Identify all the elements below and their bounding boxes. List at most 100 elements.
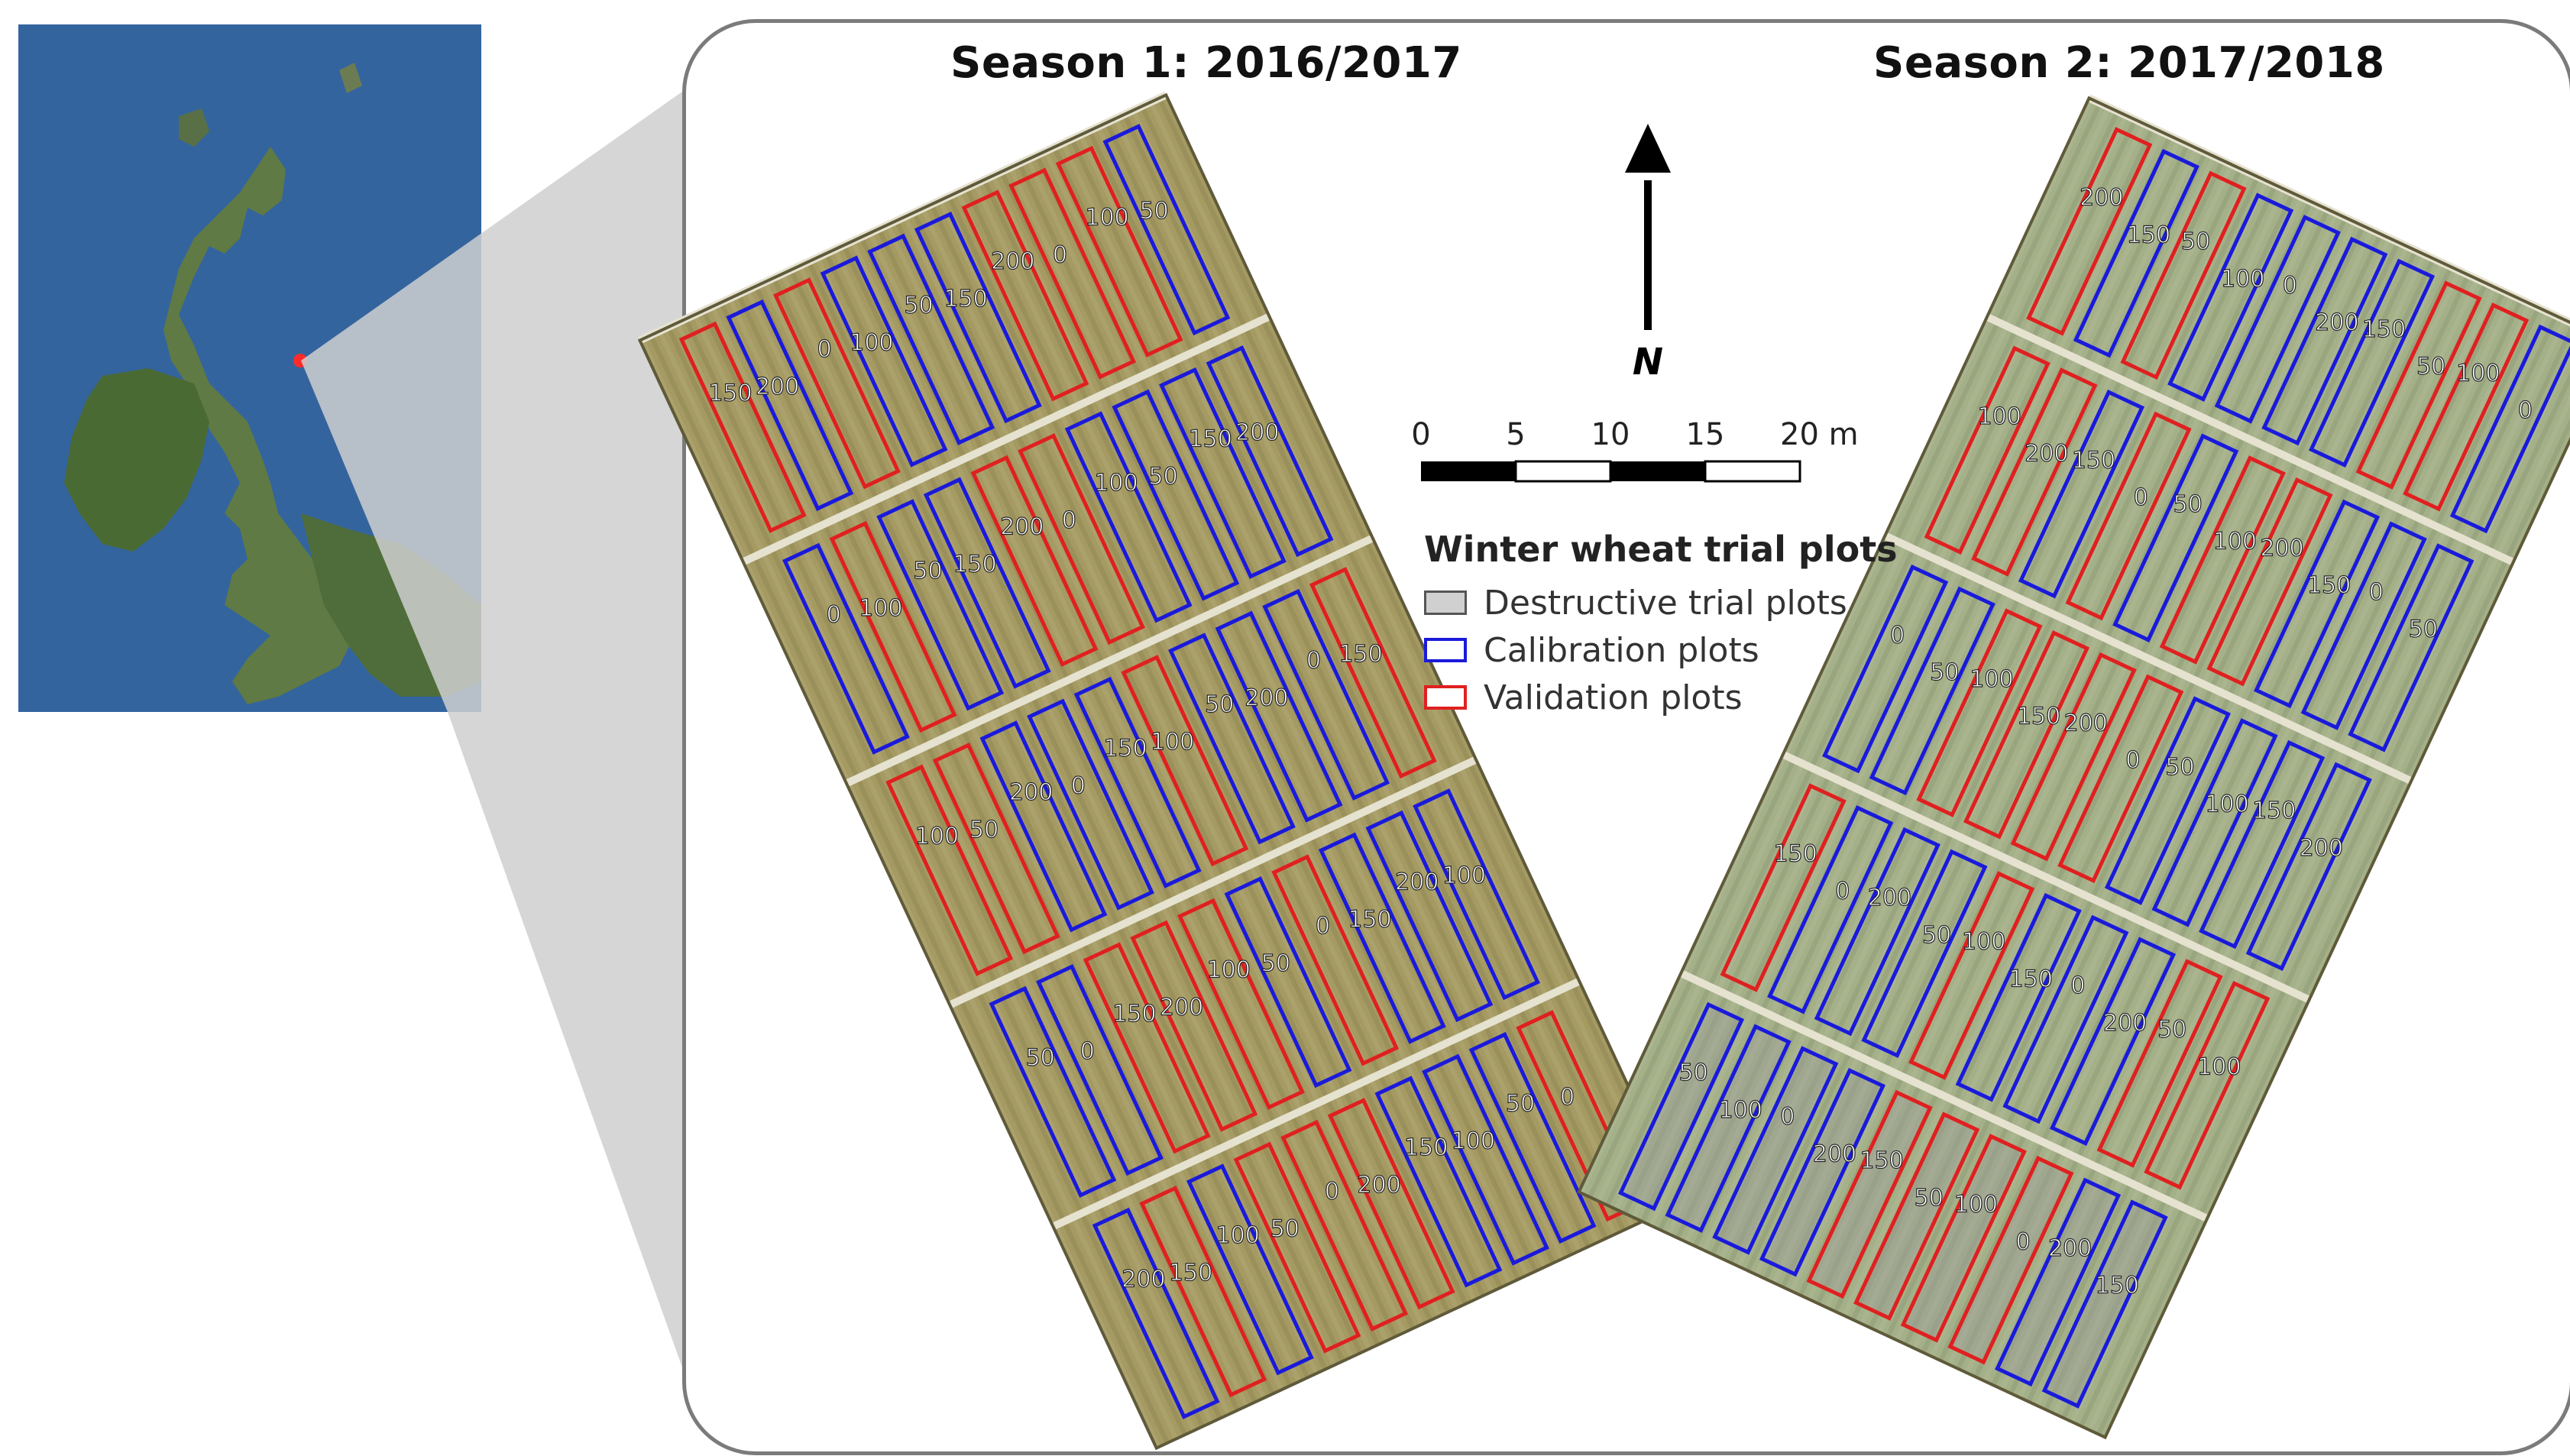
validation-plot <box>885 764 1014 976</box>
zoom-wedge-shape <box>301 92 682 1367</box>
field-texture <box>2061 322 2570 1419</box>
calibration-plot <box>1869 586 1995 796</box>
plot-rate-label: 0 <box>2070 972 2085 999</box>
field-texture <box>1078 134 1600 1244</box>
calibration-plot <box>1822 564 1949 774</box>
calibration-plot <box>1767 805 1894 1014</box>
scale-tick-label: 5 <box>1506 417 1525 452</box>
plot-rate-label: 50 <box>1140 198 1169 225</box>
plot-rate-label: 50 <box>2181 228 2210 255</box>
validation-plot <box>1233 1141 1361 1354</box>
plot-rate-label: 200 <box>1000 514 1044 541</box>
field-texture <box>2008 298 2523 1395</box>
scale-tick-label: 0 <box>1411 417 1430 452</box>
field-texture <box>1157 97 1678 1207</box>
plot-rate-label: 200 <box>1868 885 1911 911</box>
field-texture <box>648 334 1170 1445</box>
field-texture <box>1824 212 2339 1309</box>
calibration-plot <box>2002 914 2129 1124</box>
calibration-plot <box>1224 876 1352 1089</box>
plot-rate-label: 200 <box>1009 779 1053 806</box>
validation-plot <box>773 277 901 490</box>
validation-plot <box>1327 1098 1455 1310</box>
plot-rate-label: 150 <box>1189 426 1232 453</box>
legend-swatch-calibration <box>1424 638 1467 662</box>
field-texture <box>1911 253 2427 1350</box>
legend-item-validation: Validation plots <box>1424 674 1898 721</box>
validation-plot <box>1008 167 1136 380</box>
plot-rate-label: 50 <box>2409 616 2438 643</box>
legend-swatch-validation <box>1424 685 1467 710</box>
field-texture <box>1762 183 2278 1280</box>
field-texture <box>973 183 1494 1293</box>
calibration-plot <box>2018 390 2145 599</box>
calibration-plot <box>923 477 1051 689</box>
plot-rate-label: 200 <box>1813 1141 1856 1167</box>
calibration-plot <box>1064 411 1193 623</box>
field-texture <box>1999 294 2515 1391</box>
field-texture <box>701 309 1222 1420</box>
validation-plot <box>1139 1186 1267 1398</box>
field-texture <box>1719 163 2234 1260</box>
field-texture <box>1605 110 2120 1207</box>
calibration-plot <box>1422 1053 1549 1266</box>
field-texture <box>683 318 1205 1428</box>
plot-rate-label: 150 <box>1112 1001 1156 1027</box>
field-texture <box>1104 121 1626 1231</box>
calibration-plot <box>782 542 910 755</box>
plot-rate-label: 200 <box>2080 185 2123 212</box>
plot-rate-label: 50 <box>1679 1060 1708 1086</box>
field-texture <box>1964 277 2480 1374</box>
scale-segment <box>1421 461 1516 481</box>
plot-rate-label: 200 <box>1160 994 1203 1021</box>
scale-tick-label: 15 <box>1686 417 1725 452</box>
plot-rate-label: 200 <box>1122 1267 1165 1293</box>
validation-plot <box>1947 1155 2074 1365</box>
field-texture <box>1684 147 2199 1244</box>
validation-plot <box>1280 1119 1409 1331</box>
legend-title: Winter wheat trial plots <box>1424 529 1898 570</box>
plot-rate-label: 50 <box>1922 922 1951 949</box>
field-texture <box>1649 131 2164 1227</box>
field-texture <box>1815 208 2331 1305</box>
field-texture <box>1623 118 2138 1215</box>
field-texture <box>1060 141 1582 1252</box>
field-texture <box>867 231 1389 1342</box>
field-texture <box>1903 249 2418 1346</box>
plot-rate-label: 200 <box>2103 1010 2147 1037</box>
plot-rate-label: 100 <box>1216 1222 1260 1249</box>
field-texture <box>876 228 1398 1338</box>
scale-segment <box>1704 460 1801 483</box>
plot-rate-label: 150 <box>2127 222 2170 248</box>
tramline <box>948 756 1478 1009</box>
plot-rate-label: 200 <box>2300 835 2343 862</box>
field-texture <box>1631 122 2147 1219</box>
plot-rate-label: 150 <box>1860 1147 1903 1174</box>
field-texture <box>1991 290 2506 1386</box>
validation-plot <box>1916 608 2043 817</box>
field-texture <box>727 297 1249 1408</box>
field-texture <box>1850 225 2366 1322</box>
calibration-plot <box>2300 521 2427 730</box>
field-texture <box>1789 196 2304 1293</box>
field-texture <box>762 280 1284 1391</box>
field-texture <box>736 293 1257 1403</box>
field-texture <box>806 260 1328 1370</box>
validation-plot <box>1177 898 1305 1110</box>
calibration-plot <box>867 233 995 445</box>
plot-rate-label: 100 <box>1970 666 2013 693</box>
plot-rate-label: 0 <box>1560 1084 1575 1111</box>
plot-rate-label: 150 <box>953 551 996 578</box>
calibration-plot <box>1206 345 1334 558</box>
plot-rate-label: 0 <box>1316 913 1330 940</box>
validation-plot <box>678 321 807 533</box>
calibration-plot <box>726 299 854 512</box>
plot-rate-label: 150 <box>2009 966 2053 992</box>
season1-title: Season 1: 2016/2017 <box>950 38 1462 88</box>
validation-plot <box>1853 1111 1980 1321</box>
field-texture <box>850 240 1371 1351</box>
field-texture <box>1860 228 2374 1325</box>
plot-rate-label: 0 <box>2518 397 2533 424</box>
